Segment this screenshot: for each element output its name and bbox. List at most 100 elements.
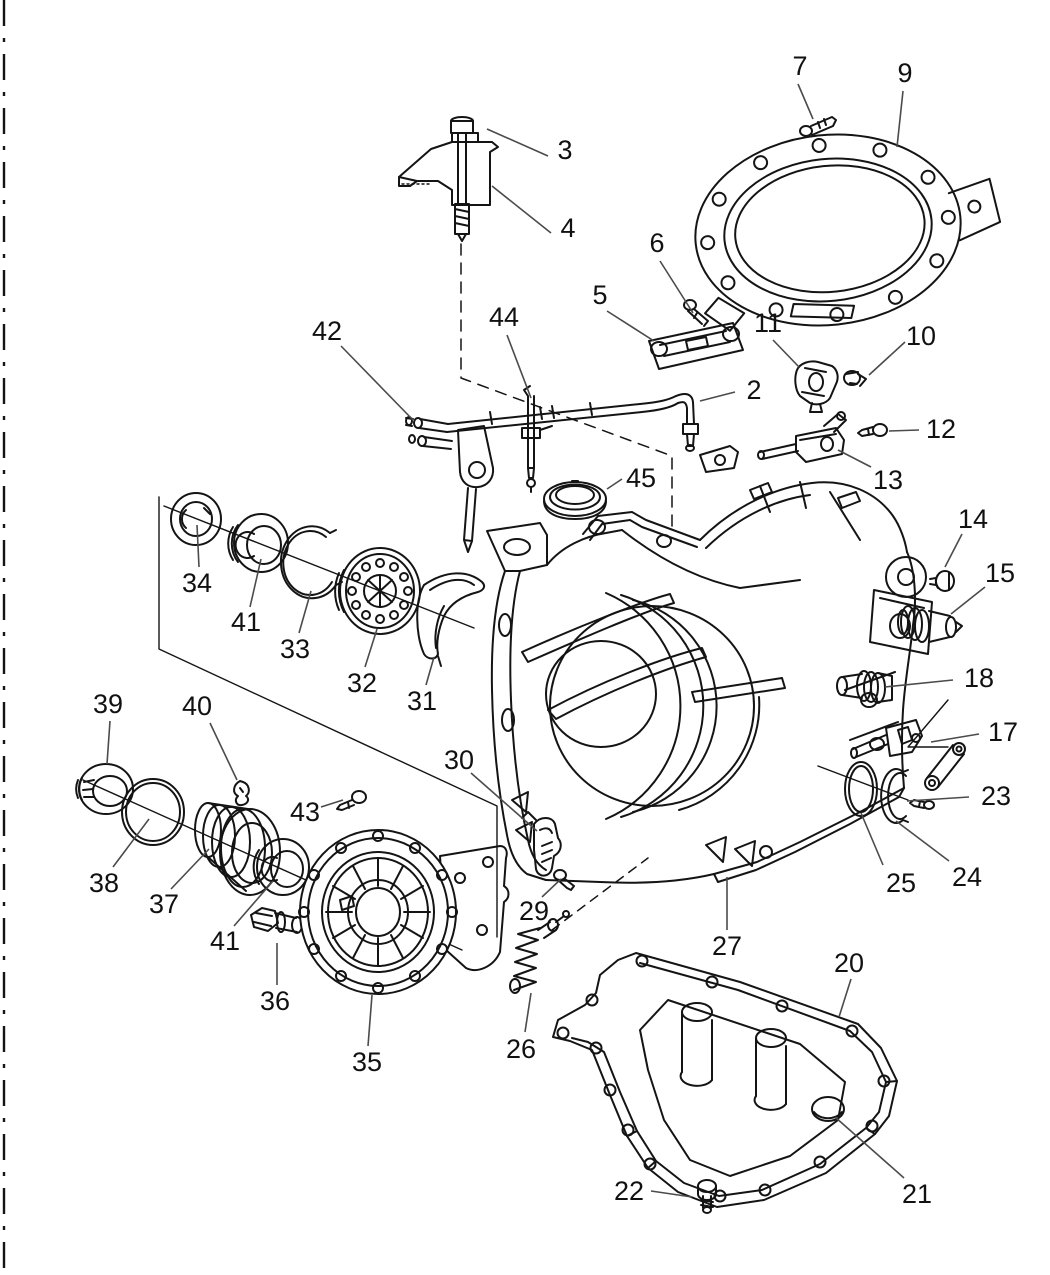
callout-label-37: 37	[149, 889, 179, 919]
callout-label-35: 35	[352, 1047, 382, 1077]
leader-line-35	[367, 994, 373, 1047]
leader-line-7	[797, 83, 814, 120]
leader-line-11	[772, 339, 800, 368]
sensor-part-18	[836, 670, 893, 704]
bearing-part-41-lower	[252, 838, 310, 896]
callout-label-3: 3	[557, 135, 572, 165]
drain-bolt-part-22	[697, 1179, 717, 1214]
bolt-part-7	[799, 116, 837, 137]
plug-part-36	[250, 907, 303, 934]
clip-part-40	[233, 780, 250, 807]
leader-line-43	[320, 799, 344, 808]
leader-line-41-lower	[233, 880, 274, 927]
leader-line-9	[896, 90, 904, 148]
leader-line-24	[895, 820, 950, 862]
seal-part-41-upper	[227, 513, 289, 573]
tube-assembly-part-42-2	[405, 393, 699, 553]
cap-part-39	[75, 763, 134, 815]
callout-label-34: 34	[182, 568, 212, 598]
bracket-part-4	[398, 132, 499, 206]
leader-line-23	[906, 796, 970, 802]
gasket-flap	[439, 845, 510, 971]
leader-line-38	[112, 818, 150, 868]
callout-label-41-lower: 41	[210, 926, 240, 956]
callout-label-38: 38	[89, 868, 119, 898]
bolt-part-43	[336, 790, 367, 811]
leader-line-4	[491, 185, 552, 234]
callout-label-15: 15	[985, 558, 1015, 588]
o-ring-part-25	[844, 761, 878, 817]
callout-label-17: 17	[988, 717, 1018, 747]
leader-line-41-upper	[249, 558, 262, 608]
callout-label-36: 36	[260, 986, 290, 1016]
lever-part-13	[757, 411, 847, 463]
callout-label-22: 22	[614, 1176, 644, 1206]
oil-pan-part-20	[552, 952, 898, 1208]
leader-line-2	[699, 391, 736, 402]
callout-label-45: 45	[626, 463, 656, 493]
leader-line-22	[650, 1190, 693, 1198]
callout-label-11: 11	[754, 308, 782, 338]
sensor-part-15	[897, 605, 963, 643]
bolt-part-6	[683, 299, 709, 327]
seal-part-45	[543, 480, 607, 520]
callout-label-2: 2	[746, 375, 761, 405]
leader-line-44	[506, 334, 532, 399]
bolt-part-10	[843, 370, 867, 387]
callout-label-32: 32	[347, 668, 377, 698]
callout-label-33: 33	[280, 634, 310, 664]
callout-label-5: 5	[592, 280, 607, 310]
callout-label-27: 27	[712, 931, 742, 961]
leader-line-45	[606, 478, 623, 490]
callout-label-14: 14	[958, 504, 988, 534]
leader-line-26	[524, 992, 532, 1033]
snap-ring-part-33	[279, 525, 343, 600]
shaft-part-17	[850, 719, 923, 759]
leader-line-5	[606, 310, 655, 342]
callout-label-31: 31	[407, 686, 437, 716]
leader-line-30	[470, 772, 538, 832]
callout-label-29: 29	[519, 896, 549, 926]
bolt-part-3	[450, 116, 474, 242]
callout-label-30: 30	[444, 745, 474, 775]
leader-line-39	[106, 720, 111, 765]
callout-label-7: 7	[792, 51, 807, 81]
spring-part-26	[509, 910, 570, 994]
callout-label-43: 43	[290, 797, 320, 827]
leader-line-33	[298, 590, 312, 634]
callout-label-39: 39	[93, 689, 123, 719]
leader-line-6	[659, 260, 694, 314]
leader-line-14	[944, 533, 963, 568]
leader-line-40	[209, 722, 238, 781]
leader-lines	[106, 83, 986, 1198]
callout-label-44: 44	[489, 302, 519, 332]
leader-line-37	[170, 848, 210, 890]
leader-line-42	[340, 345, 414, 421]
leader-line-13	[837, 449, 872, 468]
leader-line-31	[425, 656, 435, 686]
callout-label-10: 10	[906, 321, 936, 351]
leader-line-20	[838, 978, 852, 1018]
seal-part-34	[170, 492, 222, 546]
bearing-part-32	[334, 547, 421, 635]
callout-label-13: 13	[873, 465, 903, 495]
leader-line-12	[888, 429, 920, 432]
callout-label-6: 6	[649, 228, 664, 258]
callout-label-4: 4	[560, 213, 575, 243]
leader-line-15	[950, 586, 986, 615]
callout-label-23: 23	[981, 781, 1011, 811]
callout-label-18: 18	[964, 663, 994, 693]
leader-line-10	[868, 341, 906, 376]
callout-label-21: 21	[902, 1179, 932, 1209]
callout-label-25: 25	[886, 868, 916, 898]
leader-line-34	[196, 524, 200, 568]
shift-arm	[924, 742, 966, 791]
mount-part-11	[794, 360, 839, 413]
bolt-part-12	[857, 423, 888, 437]
leader-line-18	[884, 679, 954, 688]
callout-label-24: 24	[952, 862, 982, 892]
callout-label-9: 9	[897, 58, 912, 88]
